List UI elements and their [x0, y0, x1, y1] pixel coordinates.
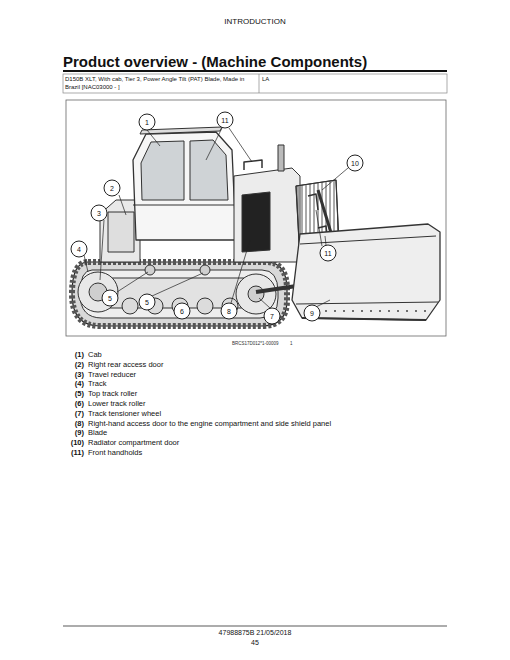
list-number: (9)	[60, 429, 84, 438]
callout-number: 9	[304, 305, 321, 322]
list-number: (11)	[60, 449, 84, 458]
list-number: (1)	[60, 351, 84, 360]
blade-bolts	[307, 310, 426, 312]
table-row	[63, 74, 447, 93]
part-name: Travel reducer	[88, 371, 136, 380]
table-cell: D150B XLT, With cab, Tier 3, Power Angle…	[65, 76, 257, 91]
part-name: Right rear access door	[88, 361, 163, 370]
part-name: Lower track roller	[88, 400, 146, 409]
bolt	[379, 310, 381, 312]
figure-number: 1	[290, 341, 293, 346]
footer-rule	[63, 626, 447, 627]
part-name: Track	[88, 380, 106, 389]
bulldozer	[72, 127, 440, 326]
list-number: (2)	[60, 361, 84, 370]
page-title: Product overview - (Machine Components)	[63, 53, 367, 70]
bolt	[325, 310, 327, 312]
callout-number: 4	[71, 241, 88, 258]
bolt	[370, 310, 372, 312]
callout-number: 2	[104, 180, 121, 197]
bolt	[406, 310, 408, 312]
figure-code: BRCS17D012*1-00009	[232, 341, 279, 346]
callout-number: 10	[347, 155, 364, 172]
bolt	[352, 310, 354, 312]
bolt	[397, 310, 399, 312]
callout-number: 8	[221, 303, 238, 320]
bolt	[361, 310, 363, 312]
bolt	[343, 310, 345, 312]
table-divider	[259, 74, 260, 93]
part-name: Front handholds	[88, 449, 142, 458]
title-rule	[63, 70, 447, 72]
callout-number: 11	[320, 245, 337, 262]
list-number: (3)	[60, 371, 84, 380]
page-number: 45	[251, 639, 259, 647]
list-number: (5)	[60, 390, 84, 399]
list-number: (10)	[60, 439, 84, 448]
list-number: (7)	[60, 410, 84, 419]
callout-number: 11	[217, 112, 234, 129]
footer-code: 47988875B 21/05/2018	[219, 629, 292, 637]
part-name: Track tensioner wheel	[88, 410, 161, 419]
part-name: Top track roller	[88, 390, 137, 399]
callout-number: 3	[91, 205, 108, 222]
figure-frame	[66, 100, 446, 336]
running-header: INTRODUCTION	[224, 17, 285, 26]
callout-number: 7	[264, 308, 281, 325]
part-name: Blade	[88, 429, 107, 438]
list-number: (4)	[60, 380, 84, 389]
callout-number: 1	[139, 114, 156, 131]
bolt	[424, 310, 426, 312]
bolt	[415, 310, 417, 312]
callout-number: 5	[139, 294, 156, 311]
leader-lines	[84, 128, 348, 312]
list-number: (8)	[60, 420, 84, 429]
part-name: Cab	[88, 351, 102, 360]
bolt	[334, 310, 336, 312]
part-name: Radiator compartment door	[88, 439, 179, 448]
callout-number: 5	[102, 290, 119, 307]
callout-number: 6	[174, 303, 191, 320]
list-number: (6)	[60, 400, 84, 409]
table-cell: LA	[262, 76, 269, 83]
bolt	[388, 310, 390, 312]
part-name: Right-hand access door to the engine com…	[88, 420, 331, 429]
